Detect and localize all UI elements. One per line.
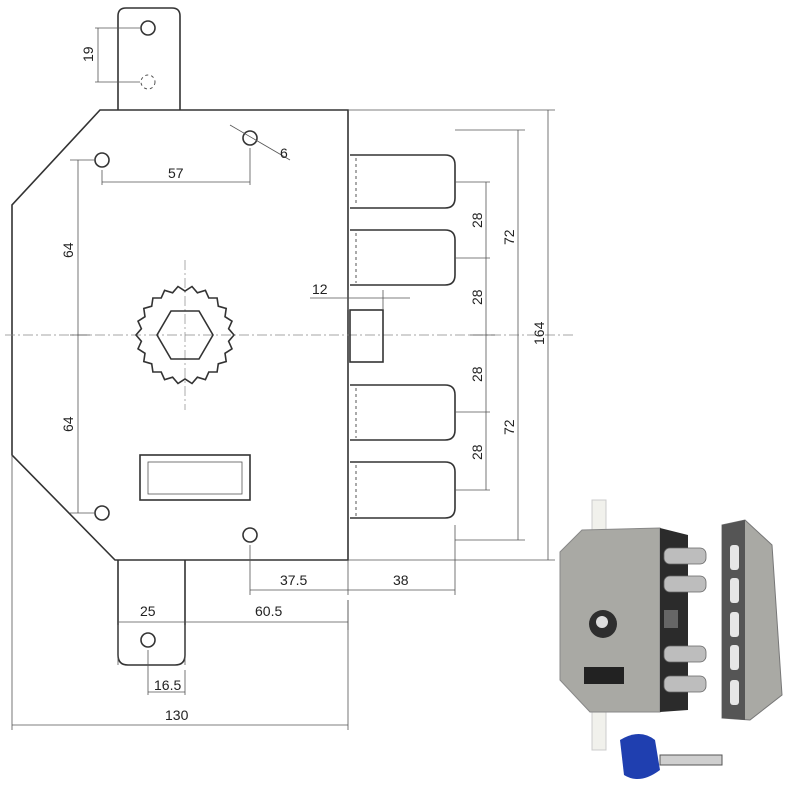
dim-38: 38 xyxy=(393,572,409,588)
product-illustration xyxy=(559,499,783,779)
dim-28-3: 28 xyxy=(469,366,485,382)
dim-28-1: 28 xyxy=(469,212,485,228)
dim-72-lower: 72 xyxy=(501,419,517,435)
dim-130: 130 xyxy=(165,707,189,723)
dim-12: 12 xyxy=(312,281,328,297)
screw-holes xyxy=(94,20,258,648)
dimension-labels: 19 6 57 64 64 12 28 28 28 28 72 72 164 3… xyxy=(60,46,547,723)
dim-25: 25 xyxy=(140,603,156,619)
dim-37-5: 37.5 xyxy=(280,572,307,588)
bottom-mounting-tab xyxy=(117,560,186,666)
dim-28-2: 28 xyxy=(469,289,485,305)
knob-serration xyxy=(134,285,236,385)
dim-164: 164 xyxy=(531,321,547,345)
dim-64-upper: 64 xyxy=(60,242,76,258)
dim-6: 6 xyxy=(280,145,288,161)
dim-16-5: 16.5 xyxy=(154,677,181,693)
latch xyxy=(349,309,384,363)
dim-28-4: 28 xyxy=(469,444,485,460)
dim-72-upper: 72 xyxy=(501,229,517,245)
dim-57: 57 xyxy=(168,165,184,181)
dim-19: 19 xyxy=(80,46,96,62)
dimension-lines xyxy=(11,27,555,730)
deadlatch-slot xyxy=(139,454,251,501)
dim-64-lower: 64 xyxy=(60,416,76,432)
bolts xyxy=(350,154,456,519)
top-mounting-tab xyxy=(117,7,181,110)
follower-knob xyxy=(134,285,236,385)
hex-follower xyxy=(156,310,214,360)
dim-60-5: 60.5 xyxy=(255,603,282,619)
